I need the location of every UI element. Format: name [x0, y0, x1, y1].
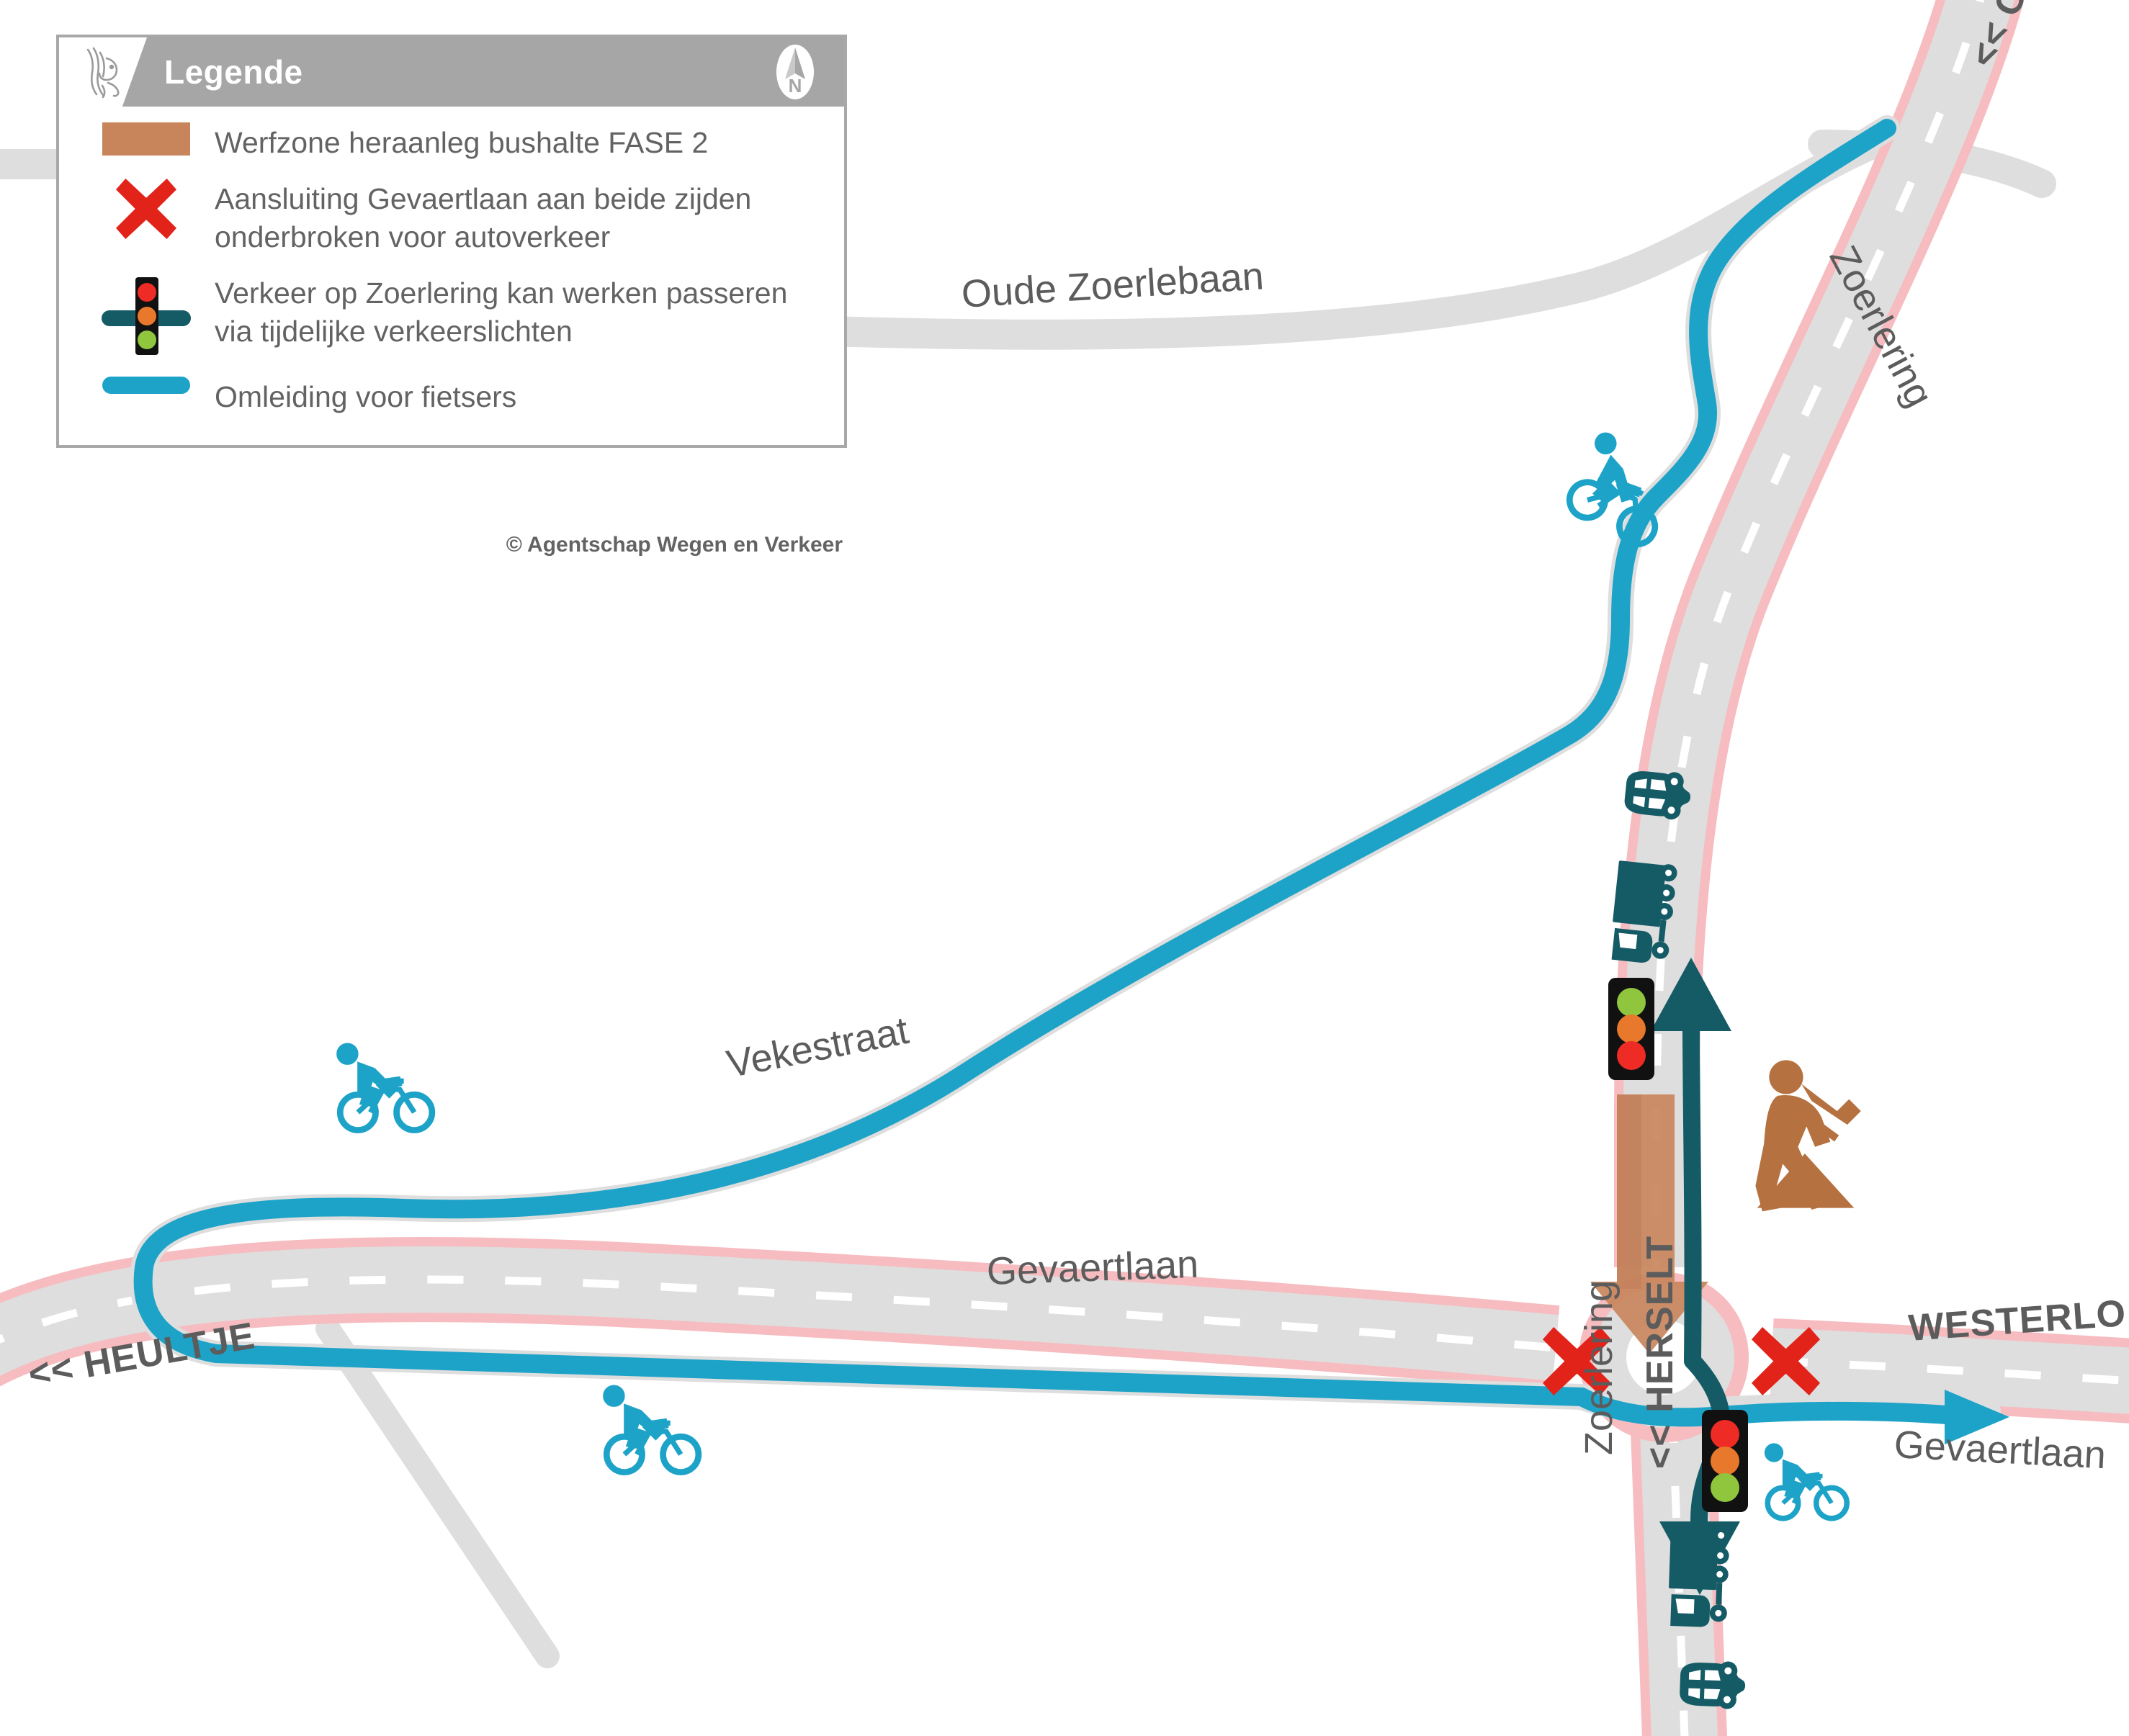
truck-icon-zoerlering-north — [1608, 859, 1678, 966]
svg-text:N: N — [789, 75, 802, 96]
copyright-credit: © Agentschap Wegen en Verkeer — [506, 533, 843, 557]
legend-item-cycle-detour: Omleiding voor fietsers — [78, 377, 825, 415]
cyclist-icon-gevaertlaan-east — [1765, 1444, 1847, 1519]
cycle-detour-route — [130, 115, 2009, 1444]
roadworks-worker-icon — [1755, 1060, 1861, 1212]
car-icon-zoerlering-south — [1679, 1660, 1747, 1710]
legend-item-werfzone: Werfzone heraanleg bushalte FASE 2 — [78, 122, 825, 161]
road-zoerlering-asphalt — [1623, 0, 2014, 1267]
red-x-icon — [78, 179, 215, 240]
cycle-route-arrowhead — [1945, 1390, 2009, 1444]
legend-panel: Legende N Werfzone heraanleg bushalte FA… — [56, 35, 847, 448]
traffic-light-icon — [78, 273, 215, 359]
blue-line-swatch — [78, 377, 215, 395]
legend-item-label: Verkeer op Zoerlering kan werken passere… — [215, 276, 788, 348]
flanders-lion-icon — [59, 37, 147, 107]
traffic-light-icon-north — [1608, 978, 1654, 1080]
legend-items-list: Werfzone heraanleg bushalte FASE 2 Aansl… — [59, 107, 844, 445]
legend-header: Legende N — [59, 37, 844, 107]
workzone-arrow — [1590, 1094, 1708, 1354]
truck-icon-zoerlering-south — [1667, 1525, 1731, 1628]
road-minor-southwest — [315, 1316, 560, 1668]
road-gevaertlaan-east-markings — [1771, 1357, 2129, 1385]
road-gevaertlaan-west-markings — [0, 1275, 1556, 1352]
legend-item-label: Werfzone heraanleg bushalte FASE 2 — [215, 126, 709, 159]
brown-rectangle-swatch — [78, 122, 215, 156]
legend-item-label: Omleiding voor fietsers — [215, 380, 517, 414]
cyclist-icon-vekestraat-west — [337, 1043, 432, 1130]
legend-item-road-closed: Aansluiting Gevaertlaan aan beide zijden… — [78, 179, 825, 256]
legend-item-label: Aansluiting Gevaertlaan aan beide zijden… — [215, 182, 752, 253]
traffic-light-icon-south — [1702, 1410, 1748, 1512]
cycle-route-line — [133, 119, 1896, 1406]
legend-item-traffic-lights: Verkeer op Zoerlering kan werken passere… — [78, 273, 825, 359]
legend-title: Legende — [164, 53, 303, 91]
cyclist-icon-gevaertlaan-west — [604, 1385, 699, 1472]
north-compass-icon: N — [776, 45, 814, 99]
